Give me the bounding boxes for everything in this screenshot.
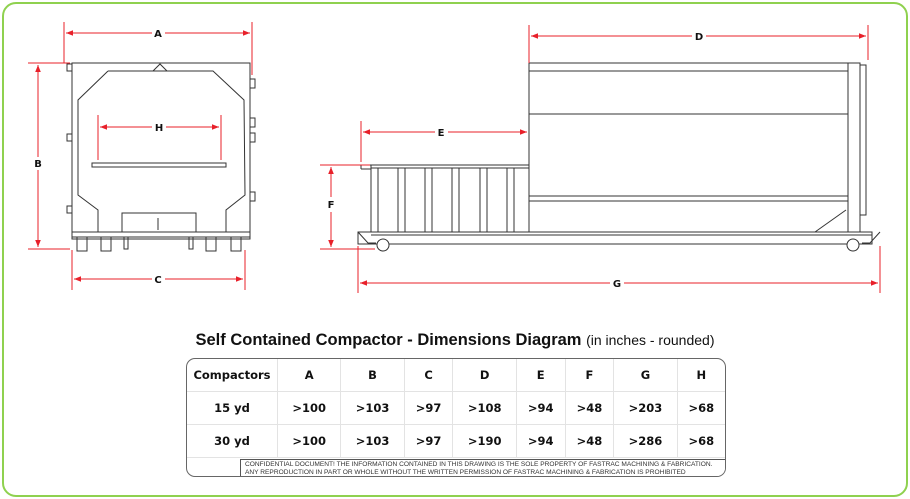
dim-label-g: G: [613, 279, 621, 290]
table-cell: >97: [404, 391, 454, 425]
table-cell: >103: [340, 424, 405, 458]
table-cell: >68: [677, 424, 725, 458]
table-row: 15 yd >100 >103 >97 >108 >94 >48 >203 >6…: [187, 391, 725, 425]
dim-label-e: E: [438, 128, 445, 139]
table-header-row: Compactors A B C D E F G H: [187, 359, 725, 392]
table-cell: >100: [277, 391, 342, 425]
header-cell: H: [677, 359, 725, 392]
header-cell: B: [340, 359, 405, 392]
title-sub: (in inches - rounded): [586, 332, 715, 348]
side-view: [357, 62, 881, 252]
dim-label-h: H: [155, 123, 163, 134]
table-cell: >108: [452, 391, 517, 425]
header-cell: C: [404, 359, 454, 392]
header-cell: E: [516, 359, 566, 392]
table-cell: >94: [516, 391, 566, 425]
table-row: 30 yd >100 >103 >97 >190 >94 >48 >286 >6…: [187, 424, 725, 458]
header-cell: F: [565, 359, 615, 392]
table-cell: >203: [613, 391, 678, 425]
table-cell: >103: [340, 391, 405, 425]
row-label: 30 yd: [187, 424, 278, 458]
header-cell: D: [452, 359, 517, 392]
dimension-lines: [28, 22, 881, 293]
front-view: [66, 62, 256, 252]
table-cell: >190: [452, 424, 517, 458]
row-label: 15 yd: [187, 391, 278, 425]
table-cell: >286: [613, 424, 678, 458]
header-cell: A: [277, 359, 342, 392]
dimension-drawing: A B C H D E F G: [28, 22, 881, 293]
hopper-ribs: [377, 168, 515, 232]
dim-label-d: D: [695, 32, 703, 43]
table-cell: >97: [404, 424, 454, 458]
title-main: Self Contained Compactor - Dimensions Di…: [195, 331, 582, 349]
table-cell: >48: [565, 391, 615, 425]
table-cell: >94: [516, 424, 566, 458]
header-cell: G: [613, 359, 678, 392]
dim-label-a: A: [154, 29, 162, 40]
dim-label-f: F: [328, 200, 335, 211]
table-cell: >48: [565, 424, 615, 458]
dim-label-b: B: [34, 159, 42, 170]
table-cell: >100: [277, 424, 342, 458]
header-cell: Compactors: [187, 359, 278, 392]
table-cell: >68: [677, 391, 725, 425]
dimensions-table: Compactors A B C D E F G H 15 yd >100 >1…: [186, 358, 726, 477]
page-title: Self Contained Compactor - Dimensions Di…: [0, 331, 910, 350]
dim-label-c: C: [154, 275, 161, 286]
confidential-notice: CONFIDENTIAL DOCUMENT! THE INFORMATION C…: [240, 459, 725, 476]
